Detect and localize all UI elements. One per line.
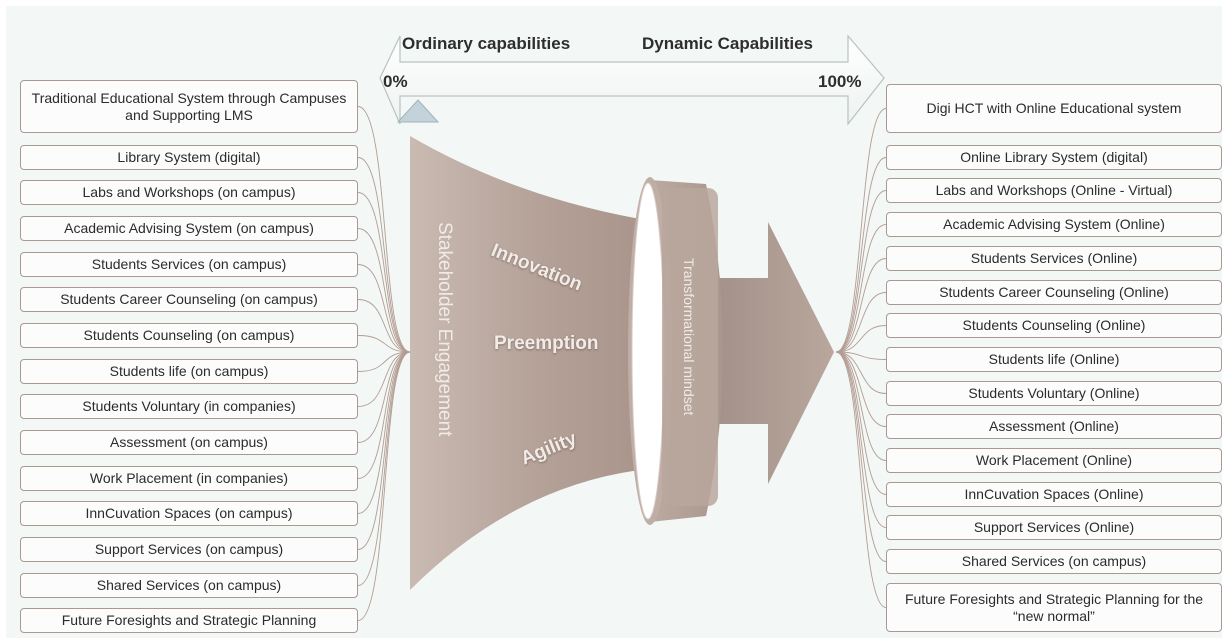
- left-connector-4: [357, 264, 411, 353]
- output-arrow: [700, 222, 834, 484]
- right-item-13: Shared Services (on campus): [886, 549, 1222, 574]
- left-connectors: [357, 106, 411, 621]
- left-item-0: Traditional Educational System through C…: [20, 80, 358, 133]
- right-connector-3: [835, 224, 887, 353]
- left-item-2: Labs and Workshops (on campus): [20, 180, 358, 205]
- right-item-6: Students Counseling (Online): [886, 313, 1222, 338]
- right-item-1: Online Library System (digital): [886, 145, 1222, 170]
- right-connector-1: [835, 157, 887, 353]
- right-item-2: Labs and Workshops (Online - Virtual): [886, 178, 1222, 203]
- right-item-7: Students life (Online): [886, 347, 1222, 372]
- right-item-0: Digi HCT with Online Educational system: [886, 84, 1222, 133]
- left-connector-0: [357, 106, 411, 353]
- right-connector-0: [835, 108, 887, 353]
- right-connector-10: [835, 351, 887, 461]
- right-item-11: InnCuvation Spaces (Online): [886, 482, 1222, 507]
- left-connector-5: [357, 299, 411, 353]
- scale-min-label: 0%: [383, 72, 408, 91]
- left-connector-10: [357, 351, 411, 479]
- left-connector-9: [357, 351, 411, 443]
- left-item-10: Work Placement (in companies): [20, 466, 358, 491]
- left-item-8: Students Voluntary (in companies): [20, 394, 358, 419]
- left-connector-2: [357, 192, 411, 353]
- right-connector-9: [835, 351, 887, 427]
- left-connector-11: [357, 351, 411, 514]
- preemption-label: Preemption: [494, 333, 599, 354]
- right-connector-12: [835, 351, 887, 528]
- right-connector-11: [835, 351, 887, 495]
- left-connector-8: [357, 351, 411, 407]
- right-connectors: [835, 108, 887, 608]
- left-item-11: InnCuvation Spaces (on campus): [20, 501, 358, 526]
- left-item-13: Shared Services (on campus): [20, 573, 358, 598]
- stakeholder-engagement-label: Stakeholder Engagement: [434, 222, 455, 437]
- scale-marker: [396, 99, 440, 123]
- left-item-5: Students Career Counseling (on campus): [20, 287, 358, 312]
- right-item-14: Future Foresights and Strategic Planning…: [886, 583, 1222, 632]
- transformational-mindset-label: Transformational mindset: [681, 258, 697, 416]
- right-item-9: Assessment (Online): [886, 414, 1222, 439]
- right-connector-2: [835, 190, 887, 353]
- left-item-1: Library System (digital): [20, 145, 358, 170]
- left-connector-7: [357, 351, 411, 372]
- left-item-7: Students life (on campus): [20, 359, 358, 384]
- left-connector-14: [357, 351, 411, 621]
- funnel-shape: [410, 136, 658, 590]
- right-connector-7: [835, 351, 887, 360]
- left-item-14: Future Foresights and Strategic Planning: [20, 608, 358, 633]
- right-item-12: Support Services (Online): [886, 515, 1222, 540]
- left-connector-6: [357, 335, 411, 353]
- right-connector-8: [835, 351, 887, 394]
- left-connector-12: [357, 351, 411, 550]
- left-connector-3: [357, 228, 411, 353]
- dynamic-capabilities-label: Dynamic Capabilities: [642, 34, 814, 53]
- left-item-6: Students Counseling (on campus): [20, 323, 358, 348]
- right-connector-6: [835, 325, 887, 353]
- left-item-9: Assessment (on campus): [20, 430, 358, 455]
- right-connector-13: [835, 351, 887, 562]
- left-item-4: Students Services (on campus): [20, 252, 358, 277]
- ordinary-capabilities-label: Ordinary capabilities: [402, 34, 571, 53]
- right-connector-4: [835, 258, 887, 353]
- right-item-8: Students Voluntary (Online): [886, 381, 1222, 406]
- right-item-4: Students Services (Online): [886, 246, 1222, 271]
- right-connector-5: [835, 292, 887, 353]
- scale-max-label: 100%: [818, 72, 862, 91]
- left-item-3: Academic Advising System (on campus): [20, 216, 358, 241]
- left-connector-1: [357, 157, 411, 353]
- right-item-3: Academic Advising System (Online): [886, 212, 1222, 237]
- right-connector-14: [835, 351, 887, 608]
- left-connector-13: [357, 351, 411, 586]
- right-item-10: Work Placement (Online): [886, 448, 1222, 473]
- left-item-12: Support Services (on campus): [20, 537, 358, 562]
- scale-arrow: [379, 34, 885, 126]
- right-item-5: Students Career Counseling (Online): [886, 280, 1222, 305]
